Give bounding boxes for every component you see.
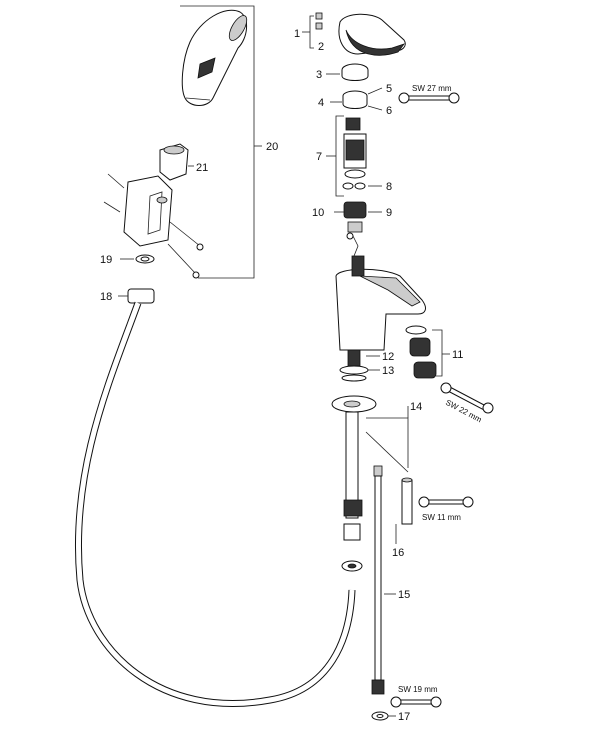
wrench-sw19: [390, 696, 442, 708]
part-label-10: 10: [312, 207, 324, 219]
part-label-3: 3: [316, 69, 322, 81]
connection-hose-15: [371, 465, 385, 695]
part-label-19: 19: [100, 254, 112, 266]
wrench-label-sw19: SW 19 mm: [398, 685, 438, 694]
lever-handle: [315, 12, 406, 56]
part-label-5: 5: [386, 83, 392, 95]
wrench-sw27: [398, 92, 460, 104]
part-label-20: 20: [266, 141, 278, 153]
wall-screws: [103, 173, 204, 279]
part-label-16: 16: [392, 547, 404, 559]
rod-16: [401, 477, 413, 525]
shower-hose: [74, 288, 356, 707]
wrench-label-sw27: SW 27 mm: [412, 84, 452, 93]
part-label-12: 12: [382, 351, 394, 363]
fixing-plate: [331, 395, 377, 541]
part-label-6: 6: [386, 105, 392, 117]
wrench-label-sw11: SW 11 mm: [422, 513, 461, 522]
shower-holder: [159, 143, 194, 181]
faucet-body: [335, 255, 426, 351]
part-label-4: 4: [318, 97, 324, 109]
part-label-8: 8: [386, 181, 392, 193]
threaded-stud: [339, 349, 369, 382]
part-label-11: 11: [452, 349, 463, 361]
cartridge: [342, 117, 367, 190]
diverter: [343, 201, 367, 257]
aerator: [405, 325, 437, 379]
part-label-9: 9: [386, 207, 392, 219]
part-label-15: 15: [398, 589, 410, 601]
wall-bracket: [123, 175, 173, 247]
part-label-17: 17: [398, 711, 410, 723]
part-label-14: 14: [410, 401, 422, 413]
part-label-7: 7: [316, 151, 322, 163]
hand-shower: [181, 9, 248, 106]
part-label-13: 13: [382, 365, 394, 377]
part-label-18: 18: [100, 291, 112, 303]
part-label-1: 1: [294, 28, 300, 40]
wrench-sw11: [418, 496, 474, 508]
part-label-2: 2: [318, 41, 324, 53]
part-label-21: 21: [196, 162, 208, 174]
wrench-sw22: [440, 382, 494, 414]
